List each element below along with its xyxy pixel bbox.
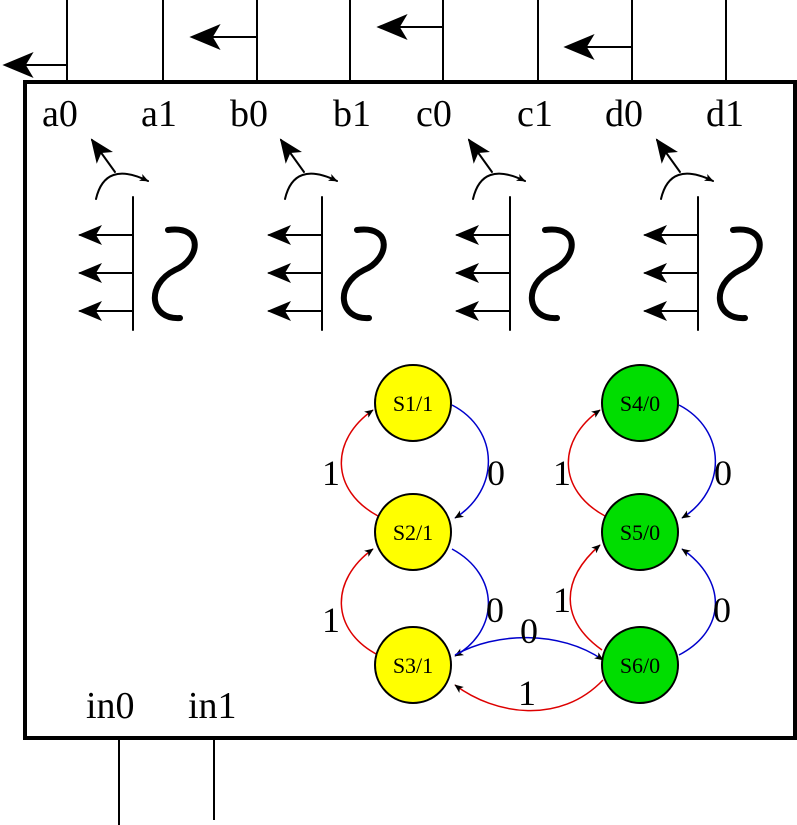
port-label-d0: d0 [605,93,643,135]
edge-label-s5-s6: 0 [713,590,731,630]
edge-label-s2-s1: 1 [322,453,340,493]
motion-glyph-a [78,138,198,331]
state-nodes [374,364,679,704]
port-label-in1: in1 [188,685,237,727]
edge-s3-s2 [340,548,379,656]
motion-glyph-d [645,140,760,330]
state-label-s1: S1/1 [393,391,433,416]
edge-label-s5-s4: 1 [553,453,571,493]
port-label-c0: c0 [416,93,452,135]
output-wires [66,0,727,82]
port-label-b1: b1 [333,93,371,135]
edge-s3-s6 [454,636,604,661]
input-labels: in0 in1 [86,685,237,727]
port-label-b0: b0 [230,93,268,135]
output-arrows [2,14,632,78]
curved-arrow-icon [95,172,149,200]
edge-s6-s5 [569,544,603,651]
edge-s2-s3 [451,548,490,657]
edge-label-s2-s3: 0 [486,590,504,630]
edge-label-s1-s2: 0 [487,453,505,493]
edge-s2-s1 [340,409,379,517]
state-label-s2: S2/1 [393,520,433,545]
edge-s6-s5-zero [678,548,717,656]
motion-glyph-b [269,140,384,330]
state-s5 [601,493,679,571]
port-label-c1: c1 [517,93,553,135]
squiggle-icon [152,226,198,322]
port-label-a1: a1 [141,93,177,135]
edge-label-s3-s6: 0 [520,611,538,651]
edge-label-s6-s5: 1 [553,580,571,620]
transition-edges [340,404,717,712]
edge-s4-s5 [678,404,717,519]
state-label-s4: S4/0 [620,391,660,416]
up-left-arrow-icon [90,138,116,173]
port-label-a0: a0 [42,93,78,135]
state-label-s5: S5/0 [620,520,660,545]
state-labels: S1/1 S2/1 S3/1 S4/0 S5/0 S6/0 [393,391,660,678]
state-label-s6: S6/0 [620,653,660,678]
output-labels: a0 a1 b0 b1 c0 c1 d0 d1 [42,93,744,135]
state-s4 [601,364,679,442]
port-label-d1: d1 [706,93,744,135]
module-box [23,80,797,740]
edge-labels: 1 0 1 0 1 0 1 0 0 1 [322,453,732,713]
state-label-s3: S3/1 [393,653,433,678]
edge-s1-s2 [451,404,490,519]
edge-s5-s4 [567,409,606,517]
edge-label-s4-s5: 0 [714,453,732,493]
edge-s6-s3 [454,679,604,712]
state-s1 [374,364,452,442]
state-s2 [374,493,452,571]
motion-glyph-c [457,140,572,330]
state-s6 [601,626,679,704]
port-label-in0: in0 [86,685,135,727]
edge-label-s3-s2: 1 [322,600,340,640]
input-wires [118,738,215,825]
edge-label-s6-s3: 1 [518,673,536,713]
state-s3 [374,626,452,704]
